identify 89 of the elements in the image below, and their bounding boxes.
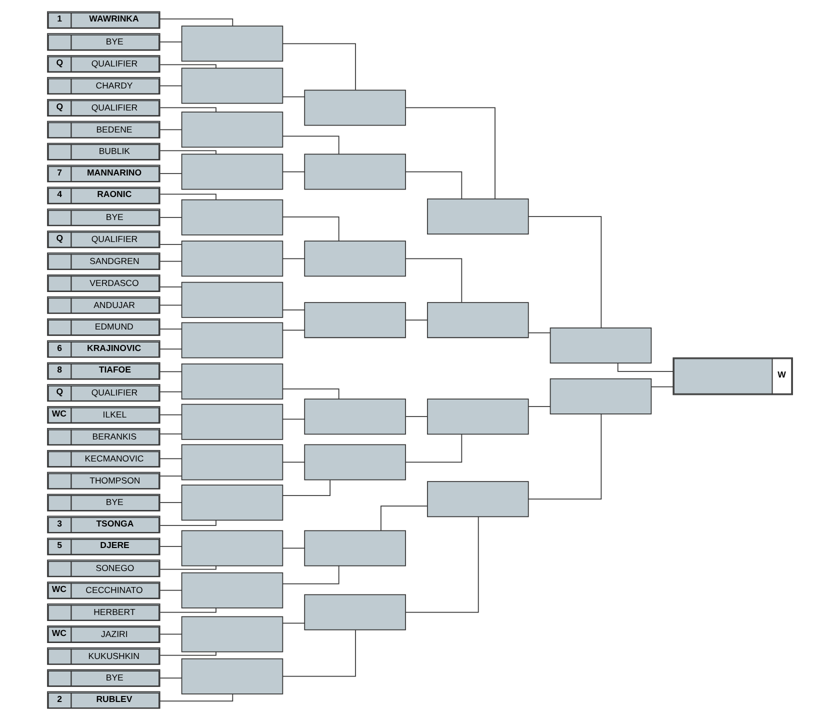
connector (159, 173, 182, 174)
node-box (180, 616, 283, 652)
connector (159, 260, 182, 262)
node-box (180, 282, 283, 318)
connector (282, 566, 339, 584)
connector (527, 216, 602, 328)
node-box (180, 26, 283, 62)
connector (159, 304, 182, 306)
node-box (304, 240, 406, 277)
connector (282, 462, 304, 463)
connector (404, 320, 428, 321)
connector (159, 244, 182, 245)
connector (528, 406, 550, 407)
node-box (180, 484, 283, 521)
connector (282, 258, 304, 260)
connector (159, 107, 216, 112)
connector (159, 546, 182, 547)
node-box (180, 404, 283, 440)
node-box (180, 199, 283, 236)
connector (282, 136, 339, 154)
connector (282, 622, 304, 624)
node-box (180, 240, 283, 277)
node-box (180, 112, 283, 148)
node-box (304, 90, 406, 126)
node-box (426, 302, 528, 338)
node-box (180, 364, 283, 400)
connector (159, 502, 182, 504)
connector (282, 418, 304, 420)
connector (282, 330, 304, 331)
node-box (304, 444, 406, 480)
connector (282, 96, 304, 98)
connector (527, 414, 602, 500)
connector (159, 328, 182, 330)
connector (159, 150, 216, 154)
connector (404, 107, 495, 200)
node-box (180, 658, 283, 694)
connector (159, 348, 182, 350)
connector (404, 171, 462, 200)
node-box (549, 378, 652, 414)
connector (158, 694, 233, 702)
node-box (304, 594, 406, 630)
connector (380, 506, 428, 532)
node-box (304, 398, 406, 435)
node-box (426, 398, 528, 435)
node-box (304, 530, 406, 566)
connector (159, 41, 182, 42)
node-box (426, 198, 528, 235)
node-box (180, 322, 283, 358)
connector (404, 434, 462, 463)
connector (282, 171, 304, 172)
connector (159, 634, 182, 635)
connector (528, 332, 550, 334)
connector (159, 85, 182, 86)
connector (282, 630, 356, 677)
node-box (180, 68, 283, 104)
connector (282, 388, 339, 400)
connector (404, 516, 478, 613)
connector (404, 416, 428, 418)
connector (159, 194, 216, 200)
connector (159, 371, 182, 372)
connector (158, 18, 233, 26)
connector (159, 590, 182, 591)
connector (282, 548, 304, 549)
connector (282, 480, 330, 496)
connector (159, 608, 216, 613)
connector (159, 64, 216, 68)
node-box (304, 154, 406, 190)
connector (159, 286, 182, 288)
node-box (549, 328, 652, 364)
connector (159, 678, 182, 679)
node-box (180, 530, 283, 566)
connector (159, 652, 216, 656)
node-box (180, 444, 283, 480)
connector (159, 414, 182, 416)
connector (159, 216, 182, 218)
connector (159, 458, 182, 460)
connector (404, 258, 462, 303)
connector (159, 566, 216, 570)
node-box (426, 481, 528, 518)
connector (159, 129, 182, 130)
connector (159, 520, 216, 526)
connector (282, 216, 339, 242)
connector (650, 386, 673, 388)
node-box (180, 154, 283, 190)
connector (282, 43, 356, 90)
connector (616, 362, 673, 372)
node-box (304, 302, 406, 338)
connector (159, 391, 182, 392)
node-box (180, 572, 283, 608)
